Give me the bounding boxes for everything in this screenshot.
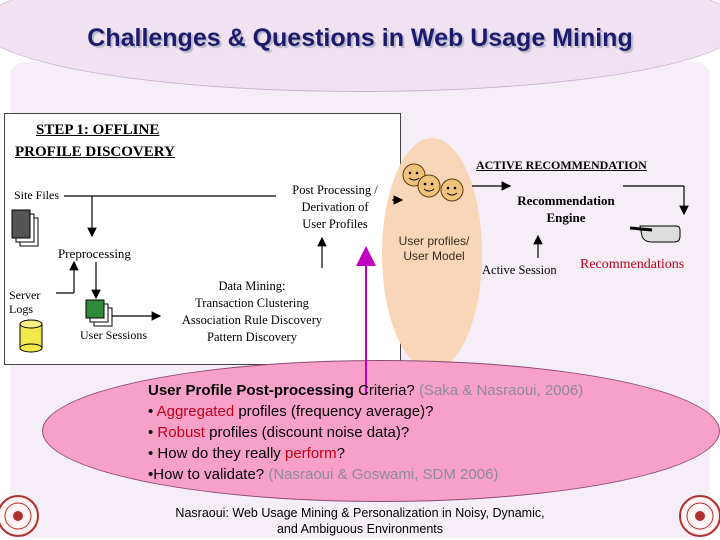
criteria-line: •How to validate? (Nasraoui & Goswami, S… bbox=[148, 464, 583, 485]
recommendation-engine-label: Recommendation Engine bbox=[508, 192, 624, 226]
criteria-text: ? bbox=[336, 445, 346, 462]
data-mining-line: Transaction Clustering bbox=[195, 296, 309, 310]
highlight: perform bbox=[284, 445, 337, 462]
post-processing-line: User Profiles bbox=[302, 217, 368, 231]
criteria-line: • Robust profiles (discount noise data)? bbox=[148, 422, 583, 443]
smiley-faces-icon bbox=[402, 163, 464, 202]
file-stack-icon bbox=[11, 209, 39, 247]
citation: (Saka & Nasraoui, 2006) bbox=[418, 382, 584, 399]
university-seal-icon bbox=[0, 495, 39, 537]
step-label-line1: STEP 1: OFFLINE bbox=[36, 122, 160, 138]
highlight: Robust bbox=[157, 424, 205, 441]
bullet: • bbox=[148, 424, 158, 441]
criteria-line: • Aggregated profiles (frequency average… bbox=[148, 401, 583, 422]
engine-line2: Engine bbox=[546, 210, 586, 225]
data-mining-line: Association Rule Discovery bbox=[181, 313, 323, 327]
university-seal-icon bbox=[679, 495, 720, 537]
criteria-text: •How to validate? bbox=[148, 466, 269, 483]
data-mining-line: Pattern Discovery bbox=[207, 330, 297, 344]
user-profiles-label: User profiles/ User Model bbox=[388, 234, 480, 264]
criteria-text: Criteria? bbox=[353, 382, 419, 399]
criteria-list: User Profile Post-processing Criteria? (… bbox=[148, 380, 583, 485]
active-session-label: Active Session bbox=[482, 263, 557, 277]
server-cylinder-icon bbox=[19, 319, 43, 353]
highlight: Aggregated bbox=[156, 403, 235, 420]
criteria-heading: User Profile Post-processing bbox=[148, 382, 354, 399]
footer: Nasraoui: Web Usage Mining & Personaliza… bbox=[60, 505, 660, 537]
criteria-text: profiles (frequency average)? bbox=[234, 403, 434, 420]
pointing-hand-icon bbox=[629, 225, 681, 243]
criteria-text: • How do they really bbox=[148, 445, 285, 462]
footer-line1: Nasraoui: Web Usage Mining & Personaliza… bbox=[175, 506, 545, 520]
post-processing-block: Post Processing / Derivation of User Pro… bbox=[276, 182, 394, 233]
online-flow-arrows bbox=[392, 181, 689, 258]
bullet: • bbox=[148, 403, 157, 420]
site-files-label: Site Files bbox=[14, 188, 60, 202]
server-logs-label-line2: Logs bbox=[9, 302, 33, 316]
criteria-text: profiles (discount noise data)? bbox=[204, 424, 410, 441]
active-recommendation-label: ACTIVE RECOMMENDATION bbox=[476, 158, 647, 172]
criteria-line: • How do they really perform? bbox=[148, 443, 583, 464]
slide-title: Challenges & Questions in Web Usage Mini… bbox=[87, 24, 633, 52]
server-logs-label-line1: Server bbox=[9, 288, 41, 302]
recommendations-label: Recommendations bbox=[580, 257, 685, 272]
engine-line1: Recommendation bbox=[517, 193, 615, 208]
criteria-ellipse bbox=[42, 360, 720, 502]
session-stack-icon bbox=[85, 299, 113, 327]
post-processing-line: Post Processing / bbox=[292, 183, 378, 197]
citation: (Nasraoui & Goswami, SDM 2006) bbox=[268, 466, 499, 483]
user-sessions-label: User Sessions bbox=[80, 328, 148, 342]
criteria-line: User Profile Post-processing Criteria? (… bbox=[148, 380, 583, 401]
data-mining-block: Data Mining: Transaction Clustering Asso… bbox=[162, 278, 342, 346]
offline-flow-arrows bbox=[56, 195, 327, 321]
preprocessing-label: Preprocessing bbox=[58, 246, 131, 261]
offline-profile-discovery-panel bbox=[4, 113, 401, 365]
profiles-line2: User Model bbox=[403, 249, 465, 263]
step-label-line2: PROFILE DISCOVERY bbox=[15, 144, 175, 160]
post-processing-line: Derivation of bbox=[301, 200, 369, 214]
data-mining-line: Data Mining: bbox=[218, 279, 286, 293]
profiles-line1: User profiles/ bbox=[398, 234, 470, 248]
footer-line2: and Ambiguous Environments bbox=[276, 522, 444, 536]
title-banner bbox=[0, 0, 720, 92]
